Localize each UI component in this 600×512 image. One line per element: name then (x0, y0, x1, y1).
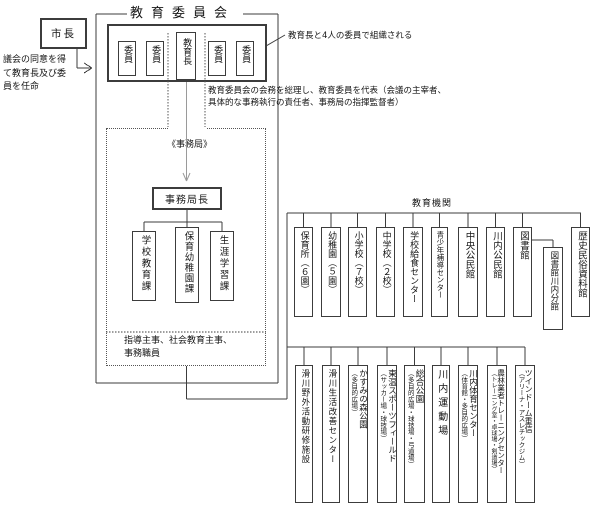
facility-sublabel: （アリーナ・アスレチックジム） (516, 370, 525, 468)
institution-label: 学校給食センター (408, 231, 419, 303)
board-member-box: 委員 (118, 41, 136, 76)
institution-box-kindergarten: 幼稚園（５園） (321, 227, 341, 317)
institution-box-central-community-hall: 中央公民館 (458, 227, 478, 317)
facility-label: 滑川野外活動研修施設 (299, 369, 310, 464)
division-label: 学校教育課 (139, 235, 151, 293)
appointment-note-line: 議会の同意を得 (3, 55, 67, 65)
composition-note: 教育長と4人の委員で組織される (288, 31, 413, 41)
superintendent-box: 教育長 (176, 32, 196, 80)
institution-label: 小学校（７校） (352, 231, 363, 294)
board-member-box: 委員 (236, 41, 254, 76)
division-box-childcare-kindergarten: 保育幼稚園課 (175, 227, 199, 303)
facility-label: 農林業者トレーニングセンター (496, 369, 506, 474)
facility-box-kawauchi-gym-center: 川内体育センター（体育館・多目的広場） (458, 365, 478, 503)
secretariat-head-label: 事務局長 (165, 195, 209, 206)
appointment-note-line: て教育長及び委 (3, 68, 67, 79)
institution-box-nursery: 保育所（６園） (294, 227, 313, 317)
facility-box-farmers-training-center: 農林業者トレーニングセンター（トレーニング室・卓球場・剣道場） (487, 365, 507, 503)
superintendent-role-line: 教育委員会の会務を総理し、教育委員を代表（会議の主宰者、 (208, 86, 447, 96)
secretariat-head-box: 事務局長 (152, 187, 222, 210)
board-title: 教育委員会 (130, 6, 236, 21)
board-member-label: 委員 (212, 45, 223, 63)
staff-note: 指導主事、社会教育主事、 事務職員 (124, 335, 232, 360)
institution-label: 中央公民館 (463, 231, 475, 279)
facility-sublabel: （トレーニング室・卓球場・剣道場） (489, 370, 497, 472)
institution-label: 図書館川内分館 (548, 251, 559, 311)
institution-box-youth-guidance-center: 青少年補導センター (431, 227, 448, 317)
division-box-school-education: 学校教育課 (132, 231, 156, 301)
appointment-note: 議会の同意を得 て教育長及び委 員を任命 (3, 54, 66, 95)
superintendent-role-line: 具体的な事務執行の責任者、事務局の指揮監督者） (208, 97, 404, 108)
facility-sublabel: （体育館・多目的広場） (459, 370, 468, 442)
institutions-label: 教育機関 (412, 199, 453, 209)
institution-label: 保育所（６園） (298, 231, 309, 294)
board-member-label: 委員 (122, 45, 133, 63)
institution-label: 歴史民俗資料館 (575, 231, 587, 298)
facility-label: ツインドーム重信 (524, 369, 534, 433)
institution-label: 幼稚園（５園） (326, 231, 337, 294)
facility-box-outdoor-training: 滑川野外活動研修施設 (295, 365, 313, 503)
facility-box-kasumi-park: かすみの森公園（多目的広場） (348, 365, 368, 503)
facility-label: 滑川生活改善センター (326, 369, 337, 464)
facility-box-life-improvement-center: 滑川生活改善センター (322, 365, 340, 503)
institution-label: 図書館 (517, 231, 529, 260)
facility-box-twin-dome-shigenobu: ツインドーム重信（アリーナ・アスレチックジム） (515, 365, 535, 503)
facility-sublabel: （サッカー場・球技場） (378, 370, 387, 442)
institution-box-kawauchi-community-hall: 川内公民館 (486, 227, 505, 317)
mayor-box: 市長 (40, 18, 87, 49)
division-label: 生涯学習課 (217, 235, 229, 293)
institution-label: 中学校（２校） (380, 231, 391, 294)
staff-note-line: 事務職員 (124, 348, 161, 359)
board-member-label: 委員 (240, 45, 251, 63)
facility-label: 東温スポーツフィールド (386, 369, 397, 463)
appointment-note-line: 員を任命 (3, 82, 40, 92)
facility-label: かすみの森公園 (357, 369, 368, 429)
facility-box-sports-field: 東温スポーツフィールド（サッカー場・球技場） (377, 365, 397, 503)
division-label: 保育幼稚園課 (182, 231, 194, 294)
facility-sublabel: （多目的広場・球技場・弓道場） (406, 370, 415, 468)
superintendent-label: 教育長 (181, 38, 192, 65)
board-member-label: 委員 (150, 45, 161, 63)
institution-box-library: 図書館 (513, 227, 532, 317)
secretariat-label: 《事務局》 (167, 140, 213, 150)
institution-label: 青少年補導センター (435, 231, 445, 299)
division-box-lifelong-learning: 生涯学習課 (210, 231, 234, 301)
facility-box-general-park: 総合公園（多目的広場・球技場・弓道場） (404, 365, 425, 503)
facility-sublabel: （多目的広場） (349, 370, 358, 416)
institution-box-elementary-school: 小学校（７校） (348, 227, 367, 317)
facility-label: 総合公園 (413, 369, 424, 403)
superintendent-role-note: 教育委員会の会務を総理し、教育委員を代表（会議の主宰者、 具体的な事務執行の責任… (208, 86, 446, 109)
institution-box-junior-high-school: 中学校（２校） (376, 227, 395, 317)
facility-label: 川内運動場 (435, 369, 447, 439)
mayor-label: 市長 (51, 28, 76, 40)
institution-box-library-kawauchi-branch: 図書館川内分館 (543, 247, 563, 330)
institution-box-history-folklore-museum: 歴史民俗資料館 (571, 227, 590, 317)
board-member-box: 委員 (146, 41, 164, 76)
facility-box-kawauchi-athletic-field: 川内運動場 (432, 365, 450, 503)
facility-label: 川内体育センター (467, 369, 478, 437)
board-member-box: 委員 (208, 41, 226, 76)
staff-note-line: 指導主事、社会教育主事、 (124, 336, 233, 346)
institution-box-school-lunch-center: 学校給食センター (403, 227, 423, 317)
institution-label: 川内公民館 (490, 231, 502, 279)
